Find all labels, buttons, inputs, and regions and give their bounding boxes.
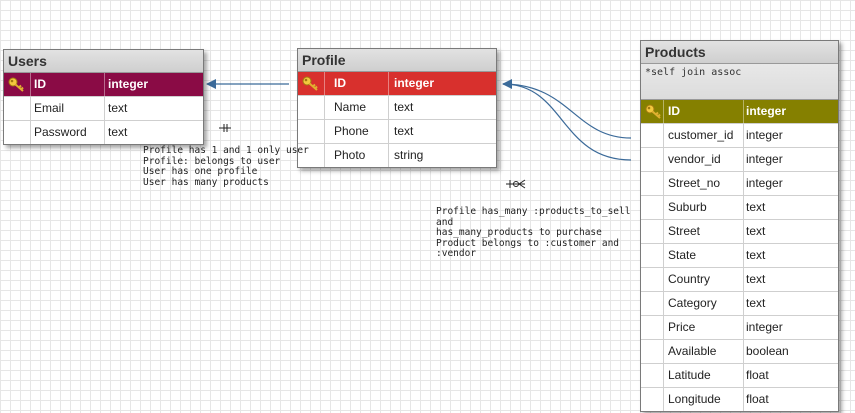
field-type: text	[108, 101, 128, 115]
field-type: text	[746, 200, 766, 214]
customer-connector[interactable]	[502, 79, 632, 139]
users-table-title: Users	[4, 50, 203, 73]
field-name: Street	[668, 224, 701, 238]
field-type: string	[394, 148, 424, 162]
field-type: boolean	[746, 344, 789, 358]
products-table-title: Products	[641, 41, 838, 64]
table-row[interactable]: Email text	[4, 97, 203, 121]
table-row[interactable]: Name text	[298, 96, 496, 120]
table-row[interactable]: Password text	[4, 121, 203, 144]
products-note: *self join assoc	[641, 64, 838, 100]
profile-table[interactable]: Profile ID integer Name text Phone text …	[297, 48, 497, 168]
profile-pk-row[interactable]: ID integer	[298, 72, 496, 96]
field-name: vendor_id	[668, 152, 721, 166]
field-name: Latitude	[668, 368, 711, 382]
field-type: float	[746, 392, 769, 406]
profile-table-title: Profile	[298, 49, 496, 72]
field-type: integer	[746, 104, 787, 118]
field-name: State	[668, 248, 697, 262]
field-name: Email	[34, 101, 65, 115]
table-row[interactable]: Latitude float	[641, 364, 838, 388]
field-name: Category	[668, 296, 717, 310]
table-row[interactable]: Longitude float	[641, 388, 838, 411]
field-name: Longitude	[668, 392, 721, 406]
table-row[interactable]: Country text	[641, 268, 838, 292]
field-name: Price	[668, 320, 696, 334]
table-row[interactable]: Phone text	[298, 120, 496, 144]
field-name: Country	[668, 272, 711, 286]
table-row[interactable]: Suburb text	[641, 196, 838, 220]
key-icon	[8, 77, 26, 100]
field-name: Name	[334, 100, 367, 114]
one-to-one-symbol	[219, 124, 231, 132]
field-type: integer	[746, 320, 783, 334]
field-name: ID	[334, 76, 346, 90]
field-type: integer	[746, 152, 783, 166]
field-name: ID	[34, 77, 46, 91]
field-name: Suburb	[668, 200, 707, 214]
field-name: Phone	[334, 124, 369, 138]
table-row[interactable]: customer_id integer	[641, 124, 838, 148]
field-name: Password	[34, 125, 87, 139]
table-row[interactable]: Available boolean	[641, 340, 838, 364]
key-icon	[302, 76, 320, 99]
field-type: text	[746, 272, 766, 286]
field-type: float	[746, 368, 769, 382]
table-row[interactable]: Street_no integer	[641, 172, 838, 196]
field-name: Photo	[334, 148, 366, 162]
one-to-many-symbol	[506, 179, 526, 189]
field-type: text	[394, 100, 414, 114]
table-row[interactable]: Photo string	[298, 144, 496, 167]
users-table[interactable]: Users ID integer Email text Password tex…	[3, 49, 204, 145]
field-type: text	[108, 125, 128, 139]
field-name: customer_id	[668, 128, 734, 142]
table-row[interactable]: Price integer	[641, 316, 838, 340]
key-icon	[645, 104, 663, 127]
users-pk-row[interactable]: ID integer	[4, 73, 203, 97]
field-type: text	[746, 224, 766, 238]
users-profile-annotation: Profile has 1 and 1 only user Profile: b…	[143, 145, 309, 188]
table-row[interactable]: Category text	[641, 292, 838, 316]
field-type: text	[394, 124, 414, 138]
products-pk-row[interactable]: ID integer	[641, 100, 838, 124]
profile-products-annotation: Profile has_many :products_to_sell and h…	[436, 206, 631, 259]
field-type: text	[746, 296, 766, 310]
field-name: ID	[668, 104, 680, 118]
field-type: text	[746, 248, 766, 262]
field-name: Street_no	[668, 176, 721, 190]
products-table[interactable]: Products *self join assoc ID integer cus…	[640, 40, 839, 412]
field-type: integer	[746, 176, 783, 190]
table-row[interactable]: Street text	[641, 220, 838, 244]
field-type: integer	[394, 76, 435, 90]
table-row[interactable]: State text	[641, 244, 838, 268]
field-type: integer	[746, 128, 783, 142]
field-type: integer	[108, 77, 149, 91]
table-row[interactable]: vendor_id integer	[641, 148, 838, 172]
vendor-connector[interactable]	[502, 83, 632, 161]
field-name: Available	[668, 344, 717, 358]
